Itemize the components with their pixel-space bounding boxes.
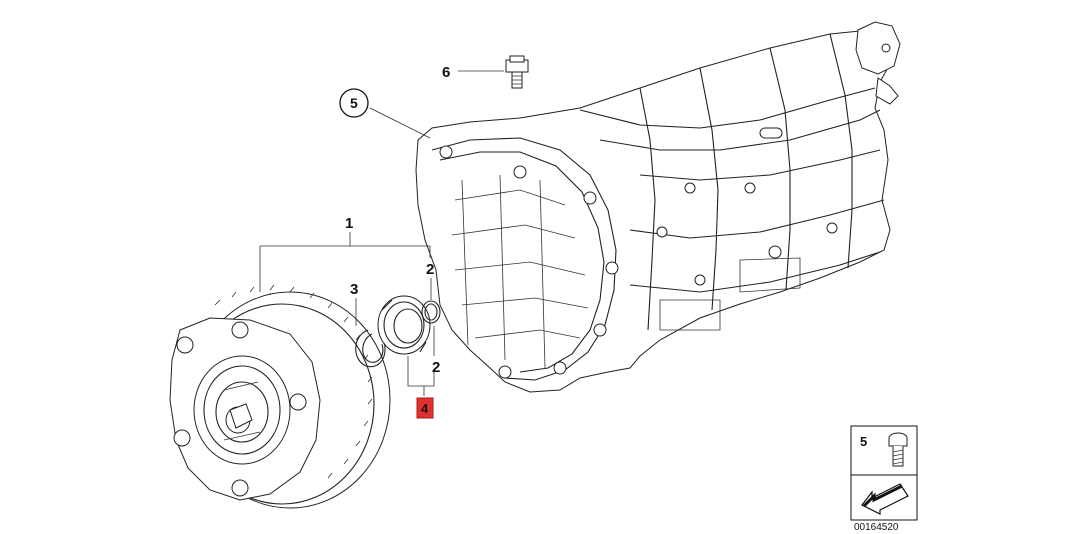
shaft-seal: [377, 295, 431, 355]
part-label-3: 3: [350, 281, 358, 298]
screw-plug: [505, 55, 529, 89]
bolt-icon: [888, 432, 908, 467]
part-label-2-bottom: 2: [432, 359, 440, 376]
part-label-4-highlight: [416, 397, 434, 419]
part-label-5: 5: [350, 95, 358, 111]
o-ring: [421, 300, 441, 324]
catalog-number: 00164520: [854, 522, 899, 533]
part-label-1: 1: [345, 215, 353, 232]
leader-lines: [259, 70, 504, 396]
transmission-housing: [415, 21, 901, 393]
torque-converter: [169, 284, 391, 509]
part-label-2-top: 2: [426, 261, 434, 278]
legend-box: 5: [850, 425, 918, 521]
snap-ring: [355, 329, 386, 368]
legend-part-number: 5: [860, 434, 867, 449]
arrow-icon: [861, 483, 909, 515]
part-label-5-circle: [339, 88, 369, 118]
part-label-4: 4: [421, 401, 429, 416]
part-label-6: 6: [442, 64, 450, 81]
callout-labels: 1 2 2 3 4 5 6: [339, 64, 450, 419]
